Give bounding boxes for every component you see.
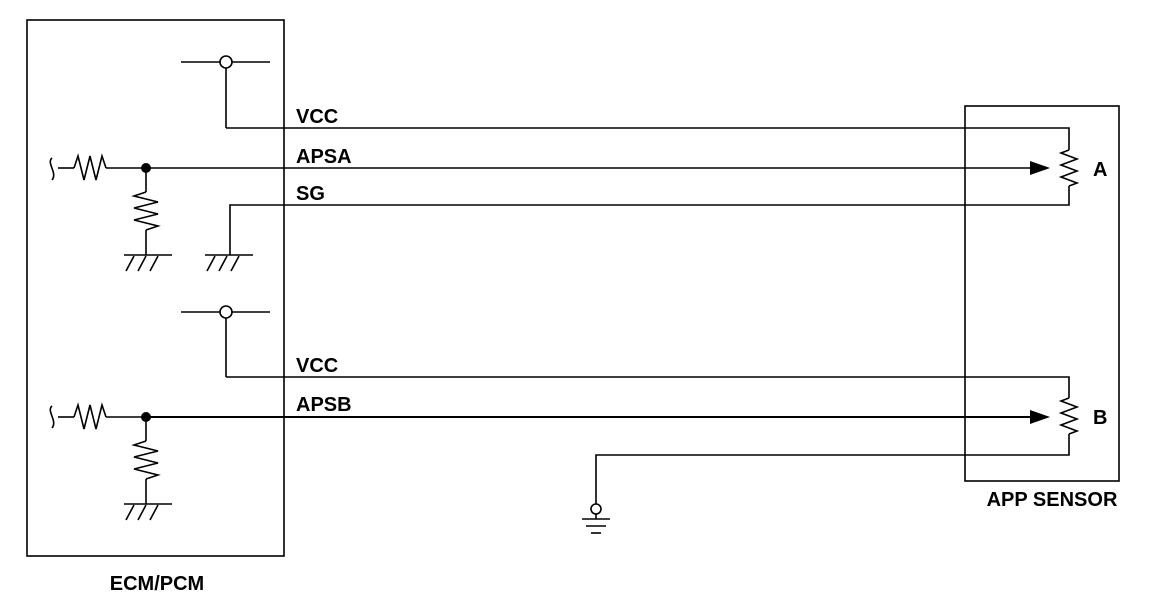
pulldown-resistor-a <box>131 168 161 255</box>
apsa-label: APSA <box>296 146 352 168</box>
ground-icon <box>124 254 172 272</box>
pullup-resistor-a <box>49 153 146 181</box>
vcc-a-terminal <box>181 55 270 128</box>
app-sensor-label: APP SENSOR <box>987 489 1118 511</box>
ground-icon <box>124 503 172 521</box>
vcc-a-wire <box>226 127 1070 150</box>
apsb-wire <box>146 410 1050 424</box>
vcc-a-label: VCC <box>296 106 338 128</box>
vcc-b-terminal <box>181 305 270 377</box>
potentiometer-b <box>1058 397 1080 435</box>
potentiometer-a <box>1058 149 1080 187</box>
vcc-b-label: VCC <box>296 355 338 377</box>
ecm-pcm-box <box>26 19 285 557</box>
ecm-pcm-label: ECM/PCM <box>110 573 204 595</box>
ground-icon <box>205 254 253 272</box>
sensor-b-ground-wire <box>590 434 1070 515</box>
pot-b-label: B <box>1093 407 1107 429</box>
pulldown-resistor-b <box>131 417 161 504</box>
pot-a-label: A <box>1093 159 1107 181</box>
apsb-label: APSB <box>296 394 352 416</box>
chassis-ground-icon <box>582 514 610 534</box>
vcc-b-wire <box>226 376 1070 398</box>
sg-wire <box>229 186 1070 255</box>
app-sensor-box <box>964 105 1120 482</box>
pullup-resistor-b <box>49 402 146 430</box>
apsa-wire <box>146 161 1050 175</box>
sg-label: SG <box>296 183 325 205</box>
